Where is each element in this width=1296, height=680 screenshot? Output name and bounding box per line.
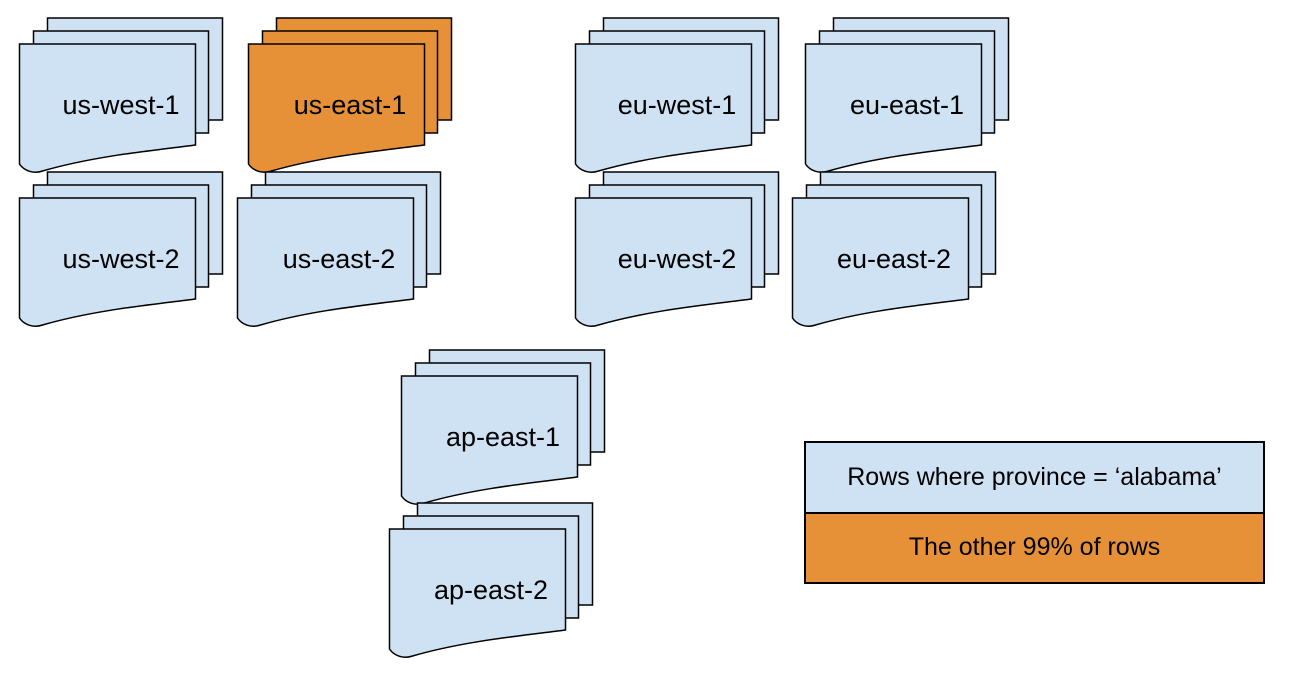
document-stack-icon [18,17,224,173]
doc-front-sheet [18,197,197,327]
stack-eu-west-1: eu-west-1 [574,17,780,175]
document-stack-icon [791,171,997,327]
document-stack-icon [247,17,453,173]
document-stack-icon [574,17,780,173]
document-stack-icon [400,349,606,505]
stack-eu-east-1: eu-east-1 [804,17,1010,175]
legend-item-label: Rows where province = ‘alabama’ [847,462,1222,491]
stack-us-east-1: us-east-1 [247,17,453,175]
doc-front-sheet [804,43,983,173]
doc-front-sheet [574,197,753,327]
stack-eu-west-2: eu-west-2 [574,171,780,329]
doc-front-sheet [388,528,567,658]
document-stack-icon [388,502,594,658]
document-stack-icon [804,17,1010,173]
stack-ap-east-2: ap-east-2 [388,502,594,660]
legend-item-alabama-rows: Rows where province = ‘alabama’ [806,443,1263,512]
stack-ap-east-1: ap-east-1 [400,349,606,507]
doc-front-sheet [574,43,753,173]
doc-front-sheet [400,375,579,505]
stack-us-west-1: us-west-1 [18,17,224,175]
document-stack-icon [574,171,780,327]
doc-front-sheet [236,197,415,327]
stack-us-east-2: us-east-2 [236,171,442,329]
legend-item-other-rows: The other 99% of rows [806,511,1263,582]
document-stack-icon [18,171,224,327]
stack-eu-east-2: eu-east-2 [791,171,997,329]
document-stack-icon [236,171,442,327]
stack-us-west-2: us-west-2 [18,171,224,329]
legend-item-label: The other 99% of rows [908,533,1161,562]
doc-front-sheet [247,43,426,173]
legend: Rows where province = ‘alabama’ The othe… [804,441,1265,584]
doc-front-sheet [791,197,970,327]
doc-front-sheet [18,43,197,173]
